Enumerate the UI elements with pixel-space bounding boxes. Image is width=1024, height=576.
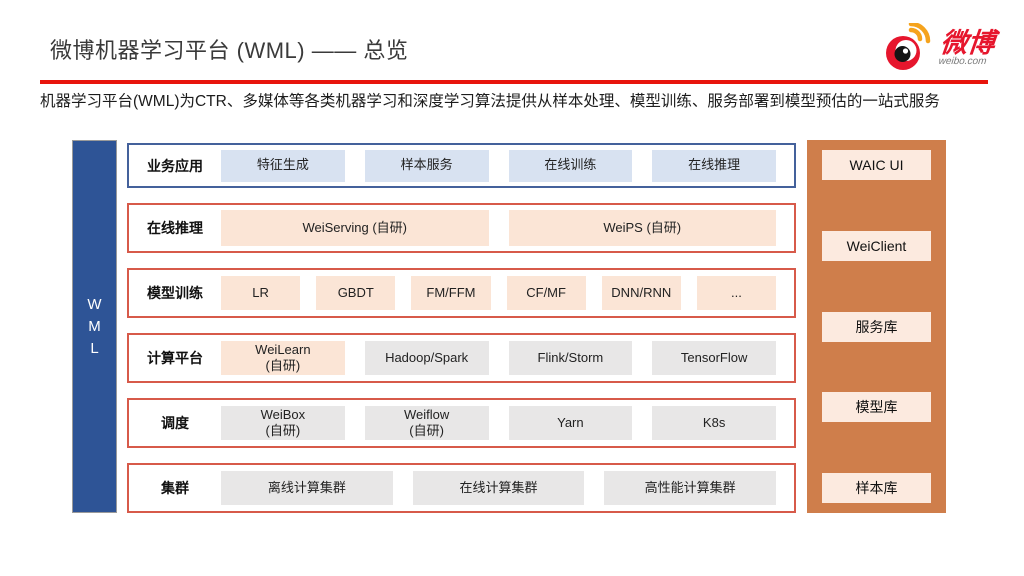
component-box: DNN/RNN [601,276,681,310]
component-box: WeiPS (自研) [508,210,776,246]
wml-sidebar: W M L [72,140,117,513]
layer-label: 模型训练 [147,285,203,301]
component-box: 在线训练 [508,149,633,182]
tool-box: 样本库 [822,473,931,503]
row-business-apps: 业务应用 特征生成 样本服务 在线训练 在线推理 [127,143,796,188]
component-box: Hadoop/Spark [364,341,489,375]
component-box: WeiBox (自研) [221,406,345,440]
weibo-brand-text: 微博 [939,27,997,58]
component-box: K8s [652,406,776,440]
layer-label: 集群 [161,480,189,496]
row-cluster: 集群 离线计算集群 在线计算集群 高性能计算集群 [127,463,796,513]
tool-box: 模型库 [822,392,931,423]
component-box: FM/FFM [411,276,491,310]
weibo-eye-icon [886,23,931,70]
tool-box: WAIC UI [822,150,931,180]
tools-panel: WAIC UI WeiClient 服务库 模型库 样本库 [807,140,946,513]
component-box: Flink/Storm [508,341,633,375]
component-box: 离线计算集群 [221,471,393,505]
row-scheduling: 调度 WeiBox (自研) Weiflow (自研) Yarn K8s [127,398,796,448]
component-box: WeiLearn (自研) [221,341,345,375]
layer-label: 调度 [161,415,189,431]
layer-label: 业务应用 [147,157,203,174]
weibo-logo: 微博 weibo.com [884,22,1004,74]
page-title: 微博机器学习平台 (WML) —— 总览 [50,38,409,63]
row-compute-platform: 计算平台 WeiLearn (自研) Hadoop/Spark Flink/St… [127,333,796,383]
row-online-inference: 在线推理 WeiServing (自研) WeiPS (自研) [127,203,796,253]
row-model-training: 模型训练 LR GBDT FM/FFM CF/MF DNN/RNN ... [127,268,796,318]
tool-box: WeiClient [822,230,931,261]
component-box: LR [221,276,301,310]
component-box: 特征生成 [221,149,345,182]
component-box: TensorFlow [652,341,776,375]
component-box: GBDT [316,276,396,310]
component-box: 样本服务 [364,149,489,182]
page-subtitle: 机器学习平台(WML)为CTR、多媒体等各类机器学习和深度学习算法提供从样本处理… [40,93,940,110]
component-box: 高性能计算集群 [604,471,777,505]
component-box: Weiflow (自研) [364,406,489,440]
component-box: 在线推理 [652,149,776,182]
component-box: 在线计算集群 [412,471,585,505]
title-underline [40,80,988,84]
layer-label: 在线推理 [147,220,203,236]
component-box: CF/MF [506,276,586,310]
component-box: Yarn [508,406,633,440]
wml-sidebar-label: W M L [87,295,102,357]
weibo-domain-text: weibo.com [938,55,988,67]
component-box: ... [696,276,777,310]
component-box: WeiServing (自研) [221,210,489,246]
layer-label: 计算平台 [147,350,203,366]
tool-box: 服务库 [822,311,931,342]
